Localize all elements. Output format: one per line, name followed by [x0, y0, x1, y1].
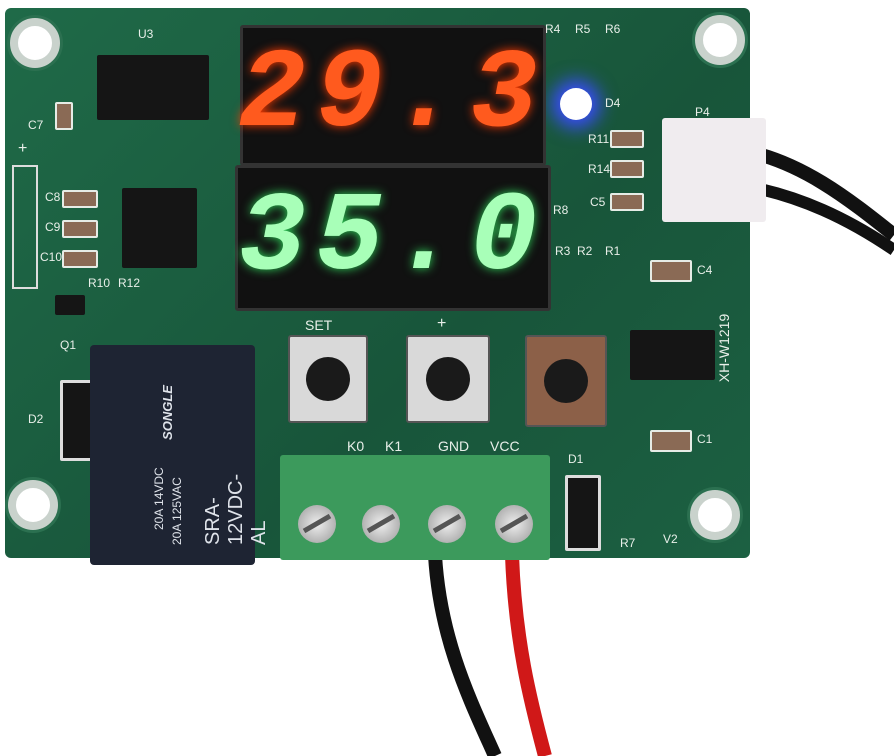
relay-rating-1: 20A 14VDC: [152, 467, 166, 530]
sensor-connector-p4: [662, 118, 766, 222]
minus-button[interactable]: [525, 335, 607, 427]
mounting-hole: [8, 480, 58, 530]
label-plus: +: [437, 315, 447, 332]
red-wire-bottom: [505, 554, 552, 756]
label-p4: P4: [695, 105, 710, 119]
resistor-r14: [610, 160, 644, 178]
label-d4: D4: [605, 96, 621, 110]
screw-gnd[interactable]: [428, 505, 466, 543]
capacitor-c9: [62, 220, 98, 238]
mounting-hole: [695, 15, 745, 65]
label-set: SET: [305, 317, 333, 333]
capacitor-c1: [650, 430, 692, 452]
label-k0: K0: [347, 438, 365, 454]
label-c7: C7: [28, 118, 44, 132]
capacitor-c8: [62, 190, 98, 208]
label-c9: C9: [45, 220, 61, 234]
transistor-q1: [55, 295, 85, 315]
label-d1: D1: [568, 452, 584, 466]
setpoint-display-bottom: 35.0: [235, 165, 551, 311]
label-c1: C1: [697, 432, 713, 446]
label-r14: R14: [588, 162, 611, 176]
label-k1: K1: [385, 438, 403, 454]
screw-vcc[interactable]: [495, 505, 533, 543]
capacitor-c10: [62, 250, 98, 268]
resistor-r11: [610, 130, 644, 148]
plus-button[interactable]: [406, 335, 490, 423]
label-u3: U3: [138, 27, 154, 41]
relay-model: SRA-12VDC-AL: [202, 473, 270, 545]
board-model-label: XH-W1219: [716, 313, 733, 383]
black-wire-bottom: [428, 554, 502, 756]
label-r3: R3: [555, 244, 571, 258]
label-q1: Q1: [60, 338, 77, 352]
label-r8: R8: [553, 203, 569, 217]
ic-controller: [122, 188, 197, 268]
label-r4: R4: [545, 22, 561, 36]
label-gnd: GND: [438, 438, 470, 454]
label-c10: C10: [40, 250, 63, 264]
label-r2: R2: [577, 244, 593, 258]
capacitor-c5: [610, 193, 644, 211]
label-r10: R10: [88, 276, 111, 290]
screw-k1[interactable]: [362, 505, 400, 543]
label-v2: V2: [663, 532, 678, 546]
diode-d1: [565, 475, 601, 551]
set-button[interactable]: [288, 335, 368, 423]
label-r11: R11: [588, 132, 610, 146]
ic-u3: [97, 55, 209, 120]
led-d4: [560, 88, 592, 120]
label-r1: R1: [605, 244, 621, 258]
mounting-hole: [10, 18, 60, 68]
relay-rating-2: 20A 125VAC: [170, 477, 184, 545]
screw-terminal-block: [280, 455, 550, 560]
temperature-display-top: 29.3: [239, 25, 546, 166]
label-c4: C4: [697, 263, 713, 277]
screw-k0[interactable]: [298, 505, 336, 543]
relay-brand: SONGLE: [159, 385, 175, 440]
label-r7: R7: [620, 536, 636, 550]
diode-d2: [60, 380, 94, 461]
label-c5: C5: [590, 195, 606, 209]
mounting-hole: [690, 490, 740, 540]
label-c8: C8: [45, 190, 61, 204]
relay: SONGLE SRA-12VDC-AL 20A 14VDC 20A 125VAC: [90, 345, 270, 565]
capacitor-c4: [650, 260, 692, 282]
label-r12: R12: [118, 276, 141, 290]
label-plus-header: +: [18, 140, 28, 157]
label-d2: D2: [28, 412, 44, 426]
label-r5: R5: [575, 22, 591, 36]
label-vcc: VCC: [490, 438, 520, 454]
label-r6: R6: [605, 22, 621, 36]
capacitor-c7: [55, 102, 73, 130]
voltage-regulator: [630, 330, 715, 380]
pin-header: [12, 165, 38, 289]
